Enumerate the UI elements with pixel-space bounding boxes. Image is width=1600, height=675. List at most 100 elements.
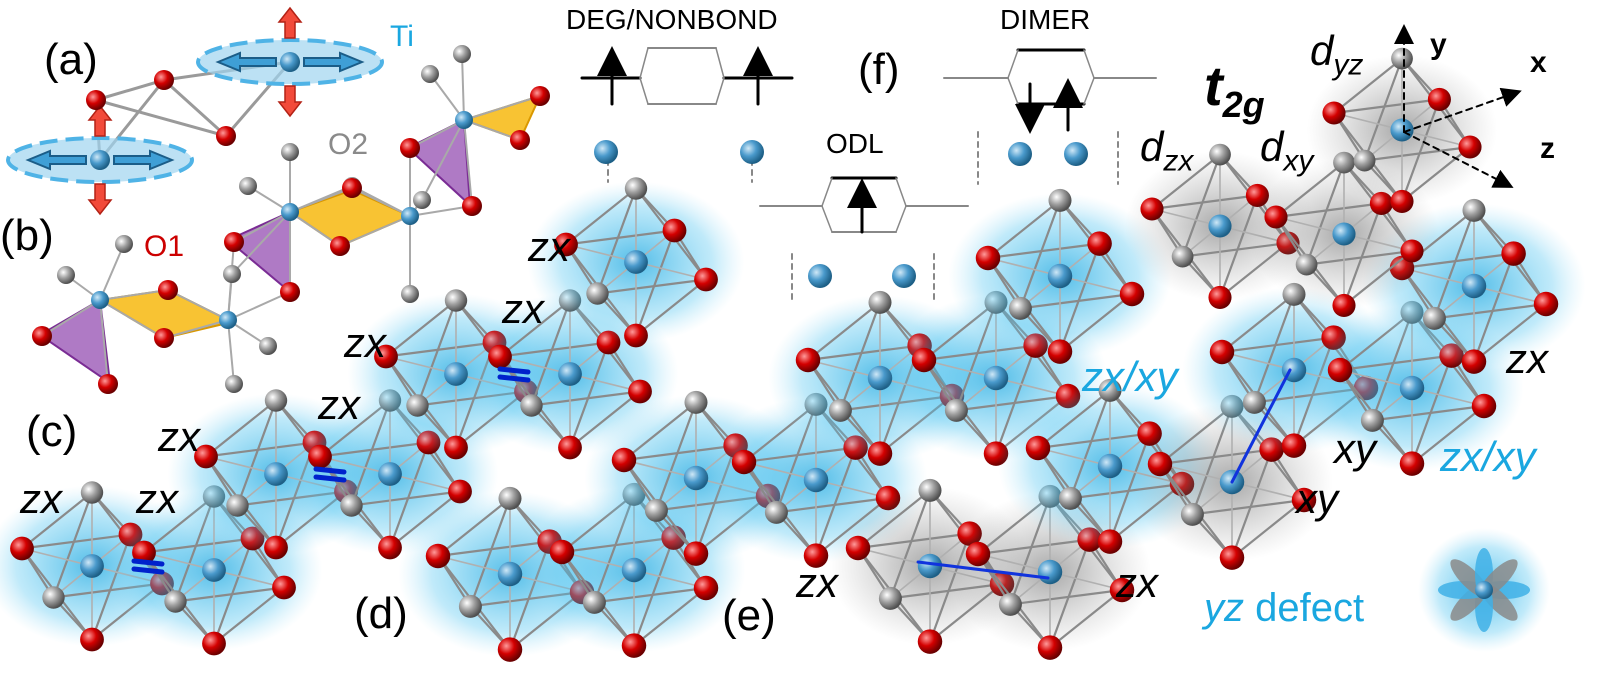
octahedron-edge bbox=[1036, 389, 1112, 450]
oxygen-o1-atom bbox=[1264, 205, 1288, 229]
oxygen-o1-atom bbox=[1427, 87, 1451, 111]
octahedron-edge bbox=[388, 441, 430, 549]
oxygen-o2-atom bbox=[1391, 47, 1413, 70]
oxygen-o1-atom bbox=[497, 637, 523, 662]
ti-o-bond bbox=[561, 551, 635, 571]
oxygen-o1-atom bbox=[867, 441, 893, 466]
connector-line bbox=[1083, 77, 1095, 105]
titanium-atom bbox=[740, 140, 764, 164]
oxygen-o1-atom bbox=[202, 631, 226, 656]
oxygen-o2-atom bbox=[1295, 253, 1318, 276]
oxygen-o1-atom bbox=[510, 130, 530, 150]
bond-line bbox=[163, 319, 229, 339]
oxygen-o1-atom bbox=[158, 280, 178, 300]
ti-o-bond bbox=[565, 243, 637, 263]
oxygen-o1-atom bbox=[1399, 451, 1425, 476]
oxygen-o1-atom bbox=[693, 575, 719, 601]
ti-o-bond bbox=[205, 455, 277, 475]
axis-z-arrow bbox=[1403, 131, 1514, 188]
titanium-atom bbox=[594, 140, 618, 164]
titanium-atom bbox=[983, 365, 1009, 391]
oxygen-o1-atom bbox=[1209, 339, 1235, 365]
oxygen-o1-atom bbox=[1322, 101, 1346, 125]
oxygen-o1-atom bbox=[975, 245, 1001, 271]
dimer-bond-bar bbox=[497, 374, 531, 383]
oxygen-o2-atom bbox=[624, 177, 648, 200]
oxygen-o1-atom bbox=[308, 444, 332, 469]
oxygen-o1-atom bbox=[1140, 197, 1164, 221]
oxygen-o1-atom bbox=[554, 232, 578, 257]
bond-line bbox=[99, 243, 125, 301]
panel-label-c: (c) bbox=[26, 407, 78, 456]
oxygen-o1-atom bbox=[1458, 135, 1482, 159]
titanium-atom bbox=[202, 558, 226, 582]
oxygen-o1-atom bbox=[80, 627, 104, 652]
ti-o-bond bbox=[1159, 463, 1233, 483]
bond-line bbox=[162, 78, 228, 138]
titanium-atom bbox=[91, 291, 109, 309]
octahedron-edge bbox=[20, 533, 132, 550]
octahedron-edge bbox=[1332, 98, 1441, 115]
bond-line bbox=[351, 187, 411, 217]
octahedron-edge bbox=[1158, 448, 1273, 466]
oxygen-o2-atom bbox=[239, 177, 257, 195]
oxygen-o1-atom bbox=[1390, 189, 1414, 213]
oxygen-o1-atom bbox=[917, 629, 943, 654]
octahedron-edge bbox=[384, 299, 458, 358]
oxygen-o1-atom bbox=[1533, 291, 1559, 317]
octahedron-edge bbox=[994, 344, 1037, 455]
connector-line bbox=[821, 177, 833, 207]
orbital-label-zx-xy: zx/xy bbox=[1082, 353, 1178, 400]
octahedron-edge bbox=[1363, 145, 1472, 162]
ti-o-bond bbox=[743, 461, 817, 481]
oxygen-o2-atom bbox=[1242, 390, 1266, 414]
ti-o-bond bbox=[1339, 369, 1413, 389]
oxygen-o2-atom bbox=[223, 265, 241, 283]
oxygen-o1-atom bbox=[1332, 293, 1356, 317]
octahedron-edge bbox=[1220, 336, 1335, 354]
ti-o-bond bbox=[623, 459, 697, 479]
octahedron-edge bbox=[655, 401, 698, 512]
bond-line bbox=[233, 211, 291, 243]
oxygen-o1-atom bbox=[1147, 451, 1173, 477]
orbital-label-zx: zx bbox=[318, 381, 360, 428]
panel-label-e: (e) bbox=[722, 591, 776, 640]
bond-line bbox=[227, 319, 235, 385]
ti-o-bond bbox=[1275, 216, 1345, 235]
oxygen-atom bbox=[86, 90, 106, 110]
oxygen-o1-atom bbox=[264, 535, 288, 560]
titanium-atom bbox=[621, 557, 647, 583]
octahedron-edge bbox=[204, 399, 278, 458]
octahedron-edge bbox=[1342, 249, 1414, 307]
titanium-atom bbox=[1208, 214, 1232, 238]
ti-o-bond bbox=[389, 473, 461, 493]
oxygen-o2-atom bbox=[1360, 408, 1384, 432]
oxygen-o2-atom bbox=[1058, 486, 1082, 510]
octahedron-edge bbox=[1150, 194, 1259, 211]
oxygen-o2-atom bbox=[1209, 143, 1231, 166]
level-title-odl: ODL bbox=[826, 128, 884, 159]
octahedron-edge bbox=[1230, 448, 1273, 559]
octahedron-edge bbox=[52, 491, 94, 599]
oxygen-o2-atom bbox=[453, 45, 471, 63]
axis-x-label: x bbox=[1530, 46, 1547, 79]
oxygen-o2-atom bbox=[644, 498, 668, 522]
octahedron-edge bbox=[1069, 389, 1112, 500]
octahedron-edge bbox=[1371, 404, 1486, 422]
oxygen-o1-atom bbox=[1281, 433, 1307, 458]
bond-line bbox=[421, 119, 465, 201]
bond-line bbox=[231, 211, 291, 275]
oxygen-o2-atom bbox=[582, 590, 606, 614]
oxygen-o1-atom bbox=[694, 267, 718, 292]
octahedron-edge bbox=[1342, 202, 1383, 307]
displacement-arrow-icon bbox=[215, 51, 365, 73]
oxygen-o2-atom bbox=[42, 586, 65, 609]
dimer-bond-bar bbox=[131, 566, 165, 575]
spin-arrow-icon bbox=[87, 104, 113, 216]
oxygen-o2-atom bbox=[225, 375, 243, 393]
oxygen-o1-atom bbox=[549, 539, 575, 565]
octahedron-edge bbox=[1332, 57, 1404, 115]
octahedron-edge bbox=[1230, 498, 1306, 559]
titanium-atom bbox=[1332, 222, 1356, 246]
